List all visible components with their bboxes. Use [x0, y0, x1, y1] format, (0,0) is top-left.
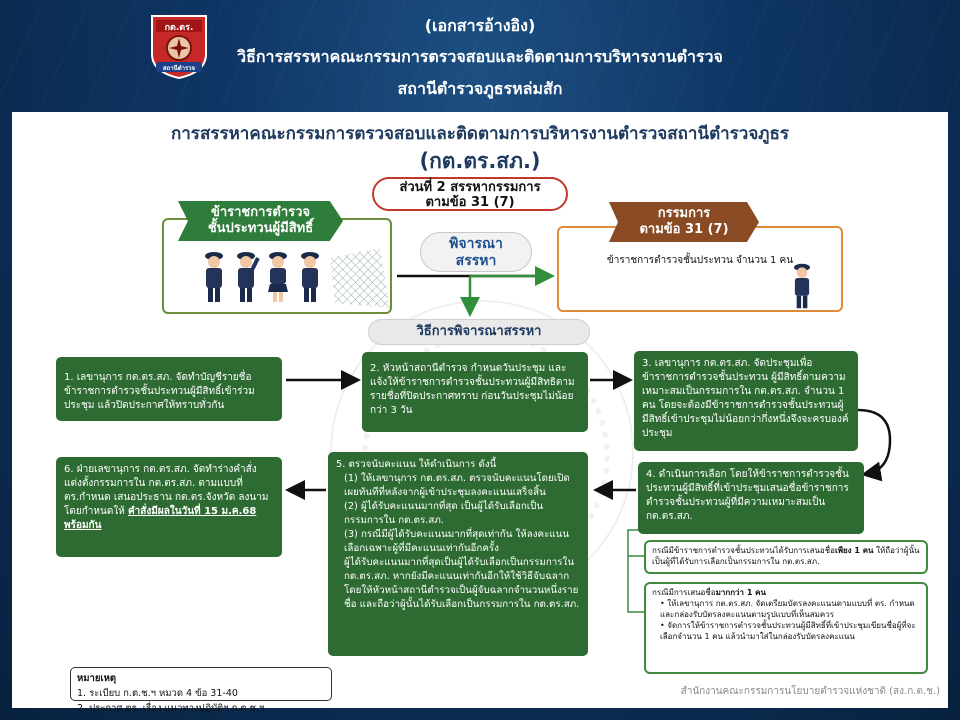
step-4-box: 4. ดำเนินการเลือก โดยให้ข้าราชการตำรวจชั…	[638, 462, 864, 534]
header-line-1: (เอกสารอ้างอิง)	[424, 16, 536, 35]
net-pattern-icon	[330, 248, 390, 308]
step-5-box: 5. ตรวจนับคะแนน ให้ดำเนินการ ดังนี้ (1) …	[328, 452, 588, 656]
left-tag-line-1: ข้าราชการตำรวจ	[210, 205, 311, 220]
right-tag-line-2: ตามข้อ 31 (7)	[639, 222, 729, 237]
bracket-note-1	[627, 529, 644, 557]
remark-item-1: 1. ระเบียบ ก.ต.ช.ฯ หมวด 4 ข้อ 31-40	[77, 688, 238, 699]
note-2-bold: มากกว่า 1 คน	[715, 588, 766, 597]
diagram-title: การสรรหาคณะกรรมการตรวจสอบและติดตามการบริ…	[170, 124, 790, 144]
step-6-box: 6. ฝ่ายเลขานุการ กต.ตร.สภ. จัดทำร่างคำสั…	[56, 457, 282, 557]
step-6-text: 6. ฝ่ายเลขานุการ กต.ตร.สภ. จัดทำร่างคำสั…	[64, 464, 269, 517]
remark-item-2: 2. ประกาศ ตร. เรื่อง แนวทางปฏิบัติฯ ก.ต.…	[77, 703, 265, 714]
step-5-line-5: ผู้ได้รับคะแนนมากที่สุดเป็นผู้ได้รับเลือ…	[344, 557, 580, 610]
left-tag-line-2: ชั้นประทวนผู้มีสิทธิ์	[207, 221, 314, 236]
right-tag-line-1: กรรมการ	[657, 206, 711, 221]
note-1-suffix: ให้ถือว่าผู้นั้น เป็นผู้ที่ได้รับการเลือ…	[652, 546, 920, 566]
police-officers-icon	[205, 252, 319, 302]
remark-box: หมายเหตุ 1. ระเบียบ ก.ต.ช.ฯ หมวด 4 ข้อ 3…	[70, 667, 332, 714]
step-2-box: 2. หัวหน้าสถานีตำรวจ กำหนดวันประชุม และแ…	[362, 352, 588, 432]
committee-tag: กรรมการ ตามข้อ 31 (7)	[609, 202, 759, 242]
logo-text-top: กต.ตร.	[165, 23, 194, 33]
step-6-effective-date: คำสั่งมีผลในวันที่ 15 ม.ค.68 พร้อมกัน	[64, 506, 257, 531]
bracket-note-2	[627, 556, 644, 613]
footer-source: สำนักงานคณะกรรมการนโยบายตำรวจแห่งชาติ (ส…	[680, 686, 940, 697]
note-1-prefix: กรณีมีข้าราชการตำรวจชั้นประทวนได้รับการเ…	[652, 546, 835, 555]
step-5-line-3: (2) ผู้ได้รับคะแนนมากที่สุด เป็นผู้ได้รั…	[344, 501, 544, 526]
consider-line-2: สรรหา	[455, 253, 497, 269]
step-5-line-4: (3) กรณีมีผู้ได้รับคะแนนมากที่สุดเท่ากัน…	[344, 529, 570, 554]
police-officer-icon	[794, 263, 810, 309]
police-logo-icon: กต.ตร. สถานีตำรวจ	[151, 15, 207, 80]
diagram-abbr: (กต.ตร.สภ.)	[419, 149, 541, 173]
consider-recruit-pill: พิจารณา สรรหา	[420, 232, 532, 272]
section-line-2: ตามข้อ 31 (7)	[425, 195, 515, 210]
note-multiple-nominees: กรณีมีการเสนอชื่อมากกว่า 1 คน • ให้เลขาน…	[644, 582, 928, 674]
arrow-step3-to-step4	[857, 408, 892, 482]
consider-line-1: พิจารณา	[449, 236, 503, 252]
committee-description: ข้าราชการตำรวจชั้นประทวน จำนวน 1 คน	[606, 255, 794, 266]
page-header: กต.ตร. สถานีตำรวจ (เอกสารอ้างอิง) วิธีกา…	[0, 0, 960, 108]
section-line-1: ส่วนที่ 2 สรรหากรรมการ	[399, 180, 541, 195]
eligible-officers-tag: ข้าราชการตำรวจ ชั้นประทวนผู้มีสิทธิ์	[178, 201, 343, 241]
header-line-2: วิธีการสรรหาคณะกรรมการตรวจสอบและติดตามกา…	[237, 47, 723, 66]
section-label: ส่วนที่ 2 สรรหากรรมการ ตามข้อ 31 (7)	[372, 177, 568, 211]
note-single-nominee: กรณีมีข้าราชการตำรวจชั้นประทวนได้รับการเ…	[644, 540, 928, 574]
step-3-box: 3. เลขานุการ กต.ตร.สภ. จัดประชุมเพื่อข้า…	[634, 351, 858, 451]
logo-text-bottom: สถานีตำรวจ	[163, 64, 196, 72]
note-2-prefix: กรณีมีการเสนอชื่อ	[652, 588, 716, 597]
note-2-item-2: • จัดการให้ข้าราชการตำรวจชั้นประทวนผู้มี…	[660, 621, 916, 641]
remark-label: หมายเหตุ	[77, 673, 117, 684]
note-2-item-1: • ให้เลขานุการ กต.ตร.สภ. จัดเตรียมบัตรลง…	[660, 599, 915, 619]
step-5-line-2: (1) ให้เลขานุการ กต.ตร.สภ. ตรวจนับคะแนนโ…	[344, 473, 570, 498]
header-line-3: สถานีตำรวจภูธรหล่มสัก	[397, 79, 563, 98]
step-5-line-1: 5. ตรวจนับคะแนน ให้ดำเนินการ ดังนี้	[336, 459, 497, 470]
step-1-box: 1. เลขานุการ กต.ตร.สภ. จัดทำบัญชีรายชื่อ…	[56, 357, 282, 421]
method-label: วิธีการพิจารณาสรรหา	[368, 319, 590, 345]
note-1-bold: เพียง 1 คน	[834, 546, 874, 555]
